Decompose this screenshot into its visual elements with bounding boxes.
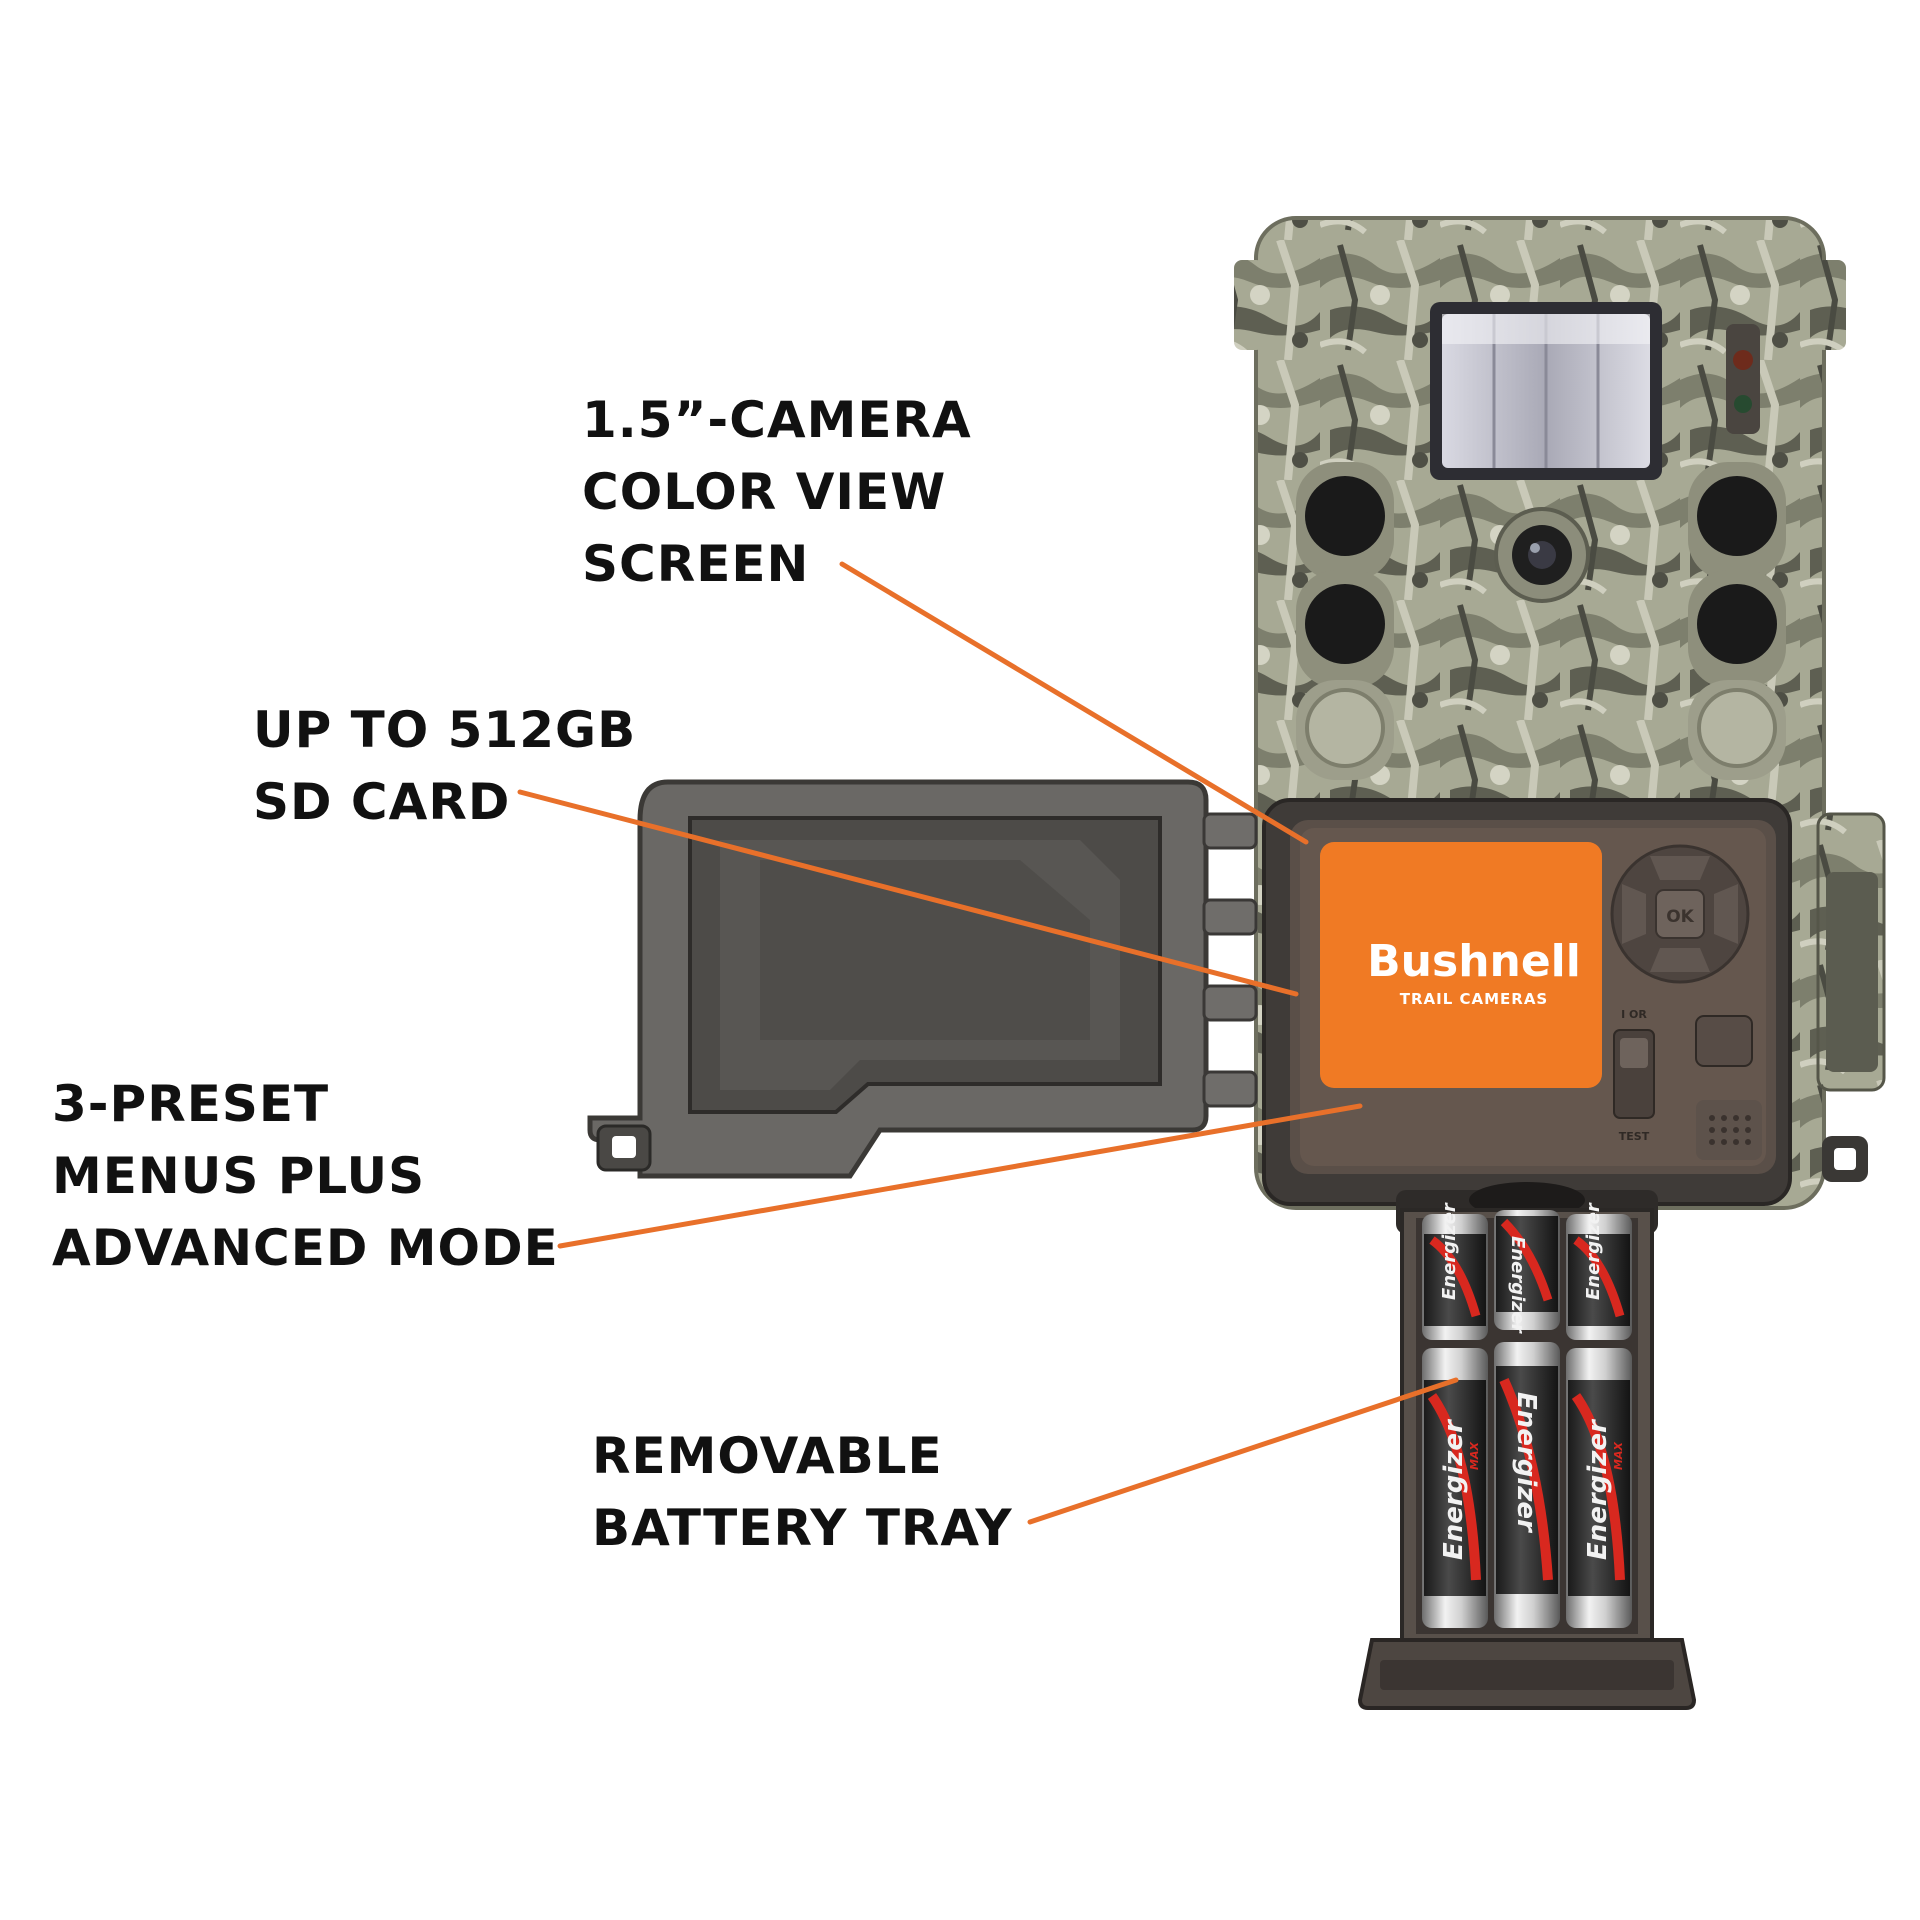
callout-menus-line-2: MENUS PLUS xyxy=(52,1147,426,1205)
battery-brand-1: Energizer xyxy=(1439,1202,1460,1300)
leader-line-sd-card xyxy=(517,789,1299,997)
battery-brand-5: Energizer xyxy=(1511,1392,1541,1534)
battery-brand-6: Energizer xyxy=(1583,1418,1613,1560)
callout-menus-line-3: ADVANCED MODE xyxy=(52,1219,559,1277)
battery-row-bottom: Energizer MAX Energizer Energizer MAX xyxy=(1422,1342,1632,1628)
ir-leds xyxy=(1296,462,1786,780)
battery-sub-4: MAX xyxy=(1468,1442,1481,1470)
nav-keypad: OK xyxy=(1610,844,1750,984)
leader-line-battery xyxy=(1027,1377,1459,1525)
right-button[interactable] xyxy=(1714,884,1738,944)
callout-sd-card: UP TO 512GB SD CARD xyxy=(253,694,636,838)
down-button[interactable] xyxy=(1650,948,1710,972)
callout-screen-line-1: 1.5”-CAMERA xyxy=(582,391,972,449)
ok-label: OK xyxy=(1666,907,1694,927)
switch-bottom-label: TEST xyxy=(1619,1130,1650,1143)
side-latch xyxy=(1816,812,1886,1182)
brand-subtitle: TRAIL CAMERAS xyxy=(1400,990,1549,1008)
brand-logo-text: Bushnell xyxy=(1367,936,1581,987)
callout-leader-lines xyxy=(517,561,1459,1525)
battery-brand-3: Energizer xyxy=(1583,1202,1604,1300)
battery-row-top: Energizer Energizer Energizer xyxy=(1422,1202,1632,1340)
battery-brand-2: Energizer xyxy=(1507,1236,1528,1334)
pir-sensor xyxy=(1430,302,1662,480)
callout-screen: 1.5”-CAMERA COLOR VIEW SCREEN xyxy=(582,384,972,600)
callout-battery-line-1: REMOVABLE xyxy=(592,1427,943,1485)
callout-sd-line-2: SD CARD xyxy=(253,773,511,831)
callout-menus: 3-PRESET MENUS PLUS ADVANCED MODE xyxy=(52,1068,559,1284)
leader-line-screen xyxy=(839,561,1309,845)
ok-button[interactable] xyxy=(1655,889,1705,939)
camera-door-open xyxy=(587,779,1209,1179)
callout-screen-line-3: SCREEN xyxy=(582,535,810,593)
callout-menus-line-1: 3-PRESET xyxy=(52,1075,330,1133)
menu-button[interactable] xyxy=(1695,1015,1753,1067)
callout-screen-line-2: COLOR VIEW xyxy=(582,463,947,521)
callout-sd-line-1: UP TO 512GB xyxy=(253,701,637,759)
leader-line-menus xyxy=(557,1103,1363,1249)
brand-screen: Bushnell TRAIL CAMERAS xyxy=(1320,842,1602,1088)
up-button[interactable] xyxy=(1650,856,1710,880)
mode-switch: I OR TEST xyxy=(1613,1008,1762,1160)
callout-battery-line-2: BATTERY TRAY xyxy=(592,1499,1013,1557)
door-hinges xyxy=(1202,812,1258,1108)
left-button[interactable] xyxy=(1622,884,1646,944)
callout-battery: REMOVABLE BATTERY TRAY xyxy=(592,1420,1013,1564)
battery-brand-4: Energizer xyxy=(1439,1418,1469,1560)
status-sensor xyxy=(1726,324,1760,434)
switch-top-label: I OR xyxy=(1621,1008,1647,1021)
battery-sub-6: MAX xyxy=(1612,1442,1625,1470)
camera-lens xyxy=(1494,507,1590,603)
